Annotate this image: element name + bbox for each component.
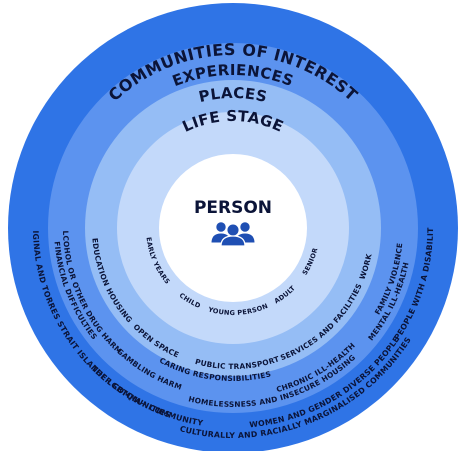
person-title: PERSON: [194, 198, 272, 218]
group-of-people-icon: [210, 221, 256, 247]
ring-title-places: PLACES: [197, 84, 269, 106]
